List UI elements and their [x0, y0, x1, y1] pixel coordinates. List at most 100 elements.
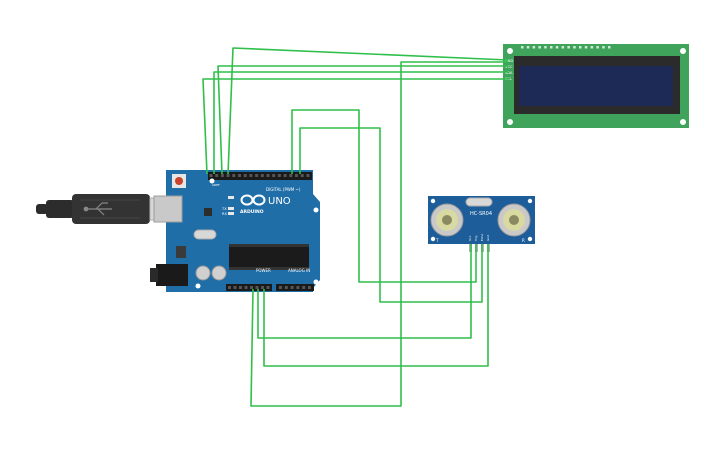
- usb-controller-chip: [204, 208, 212, 216]
- sensor-transmit-mark: T: [435, 238, 439, 243]
- lcd-header-pin: [526, 46, 530, 49]
- wires: [202, 47, 509, 407]
- lcd-pin-scl: SCL: [505, 77, 512, 81]
- header-pin: [209, 174, 213, 177]
- analog-label: ANALOG IN: [288, 268, 310, 273]
- header-pin: [295, 174, 298, 177]
- voltage-regulator: [176, 246, 186, 258]
- transmitter-transducer: [430, 203, 464, 237]
- header-pin: [277, 174, 281, 177]
- receiver-transducer: [497, 203, 531, 237]
- brand-label: ARDUINO: [240, 209, 264, 215]
- header-pin: [296, 286, 300, 289]
- header-pin: [261, 286, 264, 289]
- wire-sensor-echo[interactable]: [299, 127, 483, 303]
- lcd-pin-vcc: VCC: [505, 65, 513, 69]
- wire-lcd-gnd[interactable]: [227, 47, 509, 175]
- usb-cable-strain: [46, 200, 74, 218]
- header-pin: [290, 286, 294, 289]
- lcd-header-pin: [608, 46, 611, 49]
- header-pin: [233, 286, 237, 289]
- header-pin: [308, 286, 311, 289]
- sensor-pin-label: Echo: [480, 234, 484, 241]
- sensor-model-label: HC-SR04: [470, 211, 492, 217]
- header-pin: [300, 174, 304, 177]
- header-pin: [215, 174, 219, 177]
- sensor-pin-label: Gnd: [486, 235, 490, 241]
- header-pin: [306, 174, 310, 177]
- header-pin: [289, 174, 293, 177]
- lcd-header-pin: [579, 46, 582, 49]
- arduino-logo-icon: [240, 194, 266, 206]
- header-pin: [255, 174, 259, 177]
- header-pin: [238, 174, 241, 177]
- analog-header: [276, 284, 314, 291]
- wire-lcd-sda[interactable]: [213, 71, 508, 174]
- lcd-header-pin: [573, 46, 576, 49]
- wire-sensor-vcc[interactable]: [257, 244, 472, 339]
- power-jack: [156, 264, 188, 286]
- header-pin: [249, 174, 253, 177]
- lcd-header-pin: [521, 46, 524, 49]
- header-pin: [220, 174, 224, 177]
- rx-led: [228, 212, 234, 215]
- header-pin: [302, 286, 306, 289]
- lcd-header-pin: [538, 46, 541, 49]
- tx-label: TX: [221, 207, 227, 211]
- lcd-header-pin: [602, 46, 605, 49]
- header-pin: [283, 174, 287, 177]
- lcd-pin-gnd: GND: [505, 59, 513, 63]
- wire-5v-to-lcd[interactable]: [250, 61, 508, 407]
- reset-button-cap[interactable]: [175, 177, 183, 185]
- model-label: UNO: [268, 196, 291, 207]
- header-pin: [239, 286, 242, 289]
- wire-sensor-trig[interactable]: [291, 109, 477, 283]
- header-pin: [260, 174, 264, 177]
- sensor-crystal: [465, 197, 493, 207]
- lcd-header-pin: [550, 46, 553, 49]
- wire-lcd-scl[interactable]: [202, 78, 508, 175]
- capacitor: [211, 265, 227, 281]
- header-pin: [228, 286, 231, 289]
- lcd-header-pin: [544, 46, 547, 49]
- sensor-receive-mark: R: [522, 238, 525, 243]
- header-pin: [250, 286, 253, 289]
- usb-cable-end: [36, 204, 48, 214]
- lcd-header-pin: [596, 46, 599, 49]
- header-pin: [226, 174, 230, 177]
- arduino-uno-board: TX RX − ARDUINO UNO DIGITAL (PWM ~) AREF…: [150, 170, 320, 292]
- wire-lcd-vcc[interactable]: [217, 65, 508, 175]
- header-pin: [266, 286, 270, 289]
- header-pin: [244, 286, 248, 289]
- rx-label: RX: [222, 212, 227, 216]
- digital-label: DIGITAL (PWM ~): [266, 187, 301, 192]
- tx-led: [228, 207, 234, 210]
- usb-icon: [83, 202, 112, 216]
- usb-b-socket: [153, 195, 183, 223]
- power-header: [226, 284, 272, 291]
- header-pin: [279, 286, 282, 289]
- lcd-header-pin: [584, 46, 588, 49]
- crystal-oscillator: [193, 229, 217, 240]
- header-pin: [272, 174, 276, 177]
- lcd-screen: [519, 66, 673, 106]
- lcd-pin-sda: SDA: [505, 71, 513, 75]
- digital-header: [208, 172, 312, 180]
- lcd-header-pin: [567, 46, 570, 49]
- sensor-pin-label: Trig: [474, 236, 478, 242]
- capacitor: [195, 265, 211, 281]
- wire-sensor-gnd[interactable]: [263, 244, 489, 367]
- power-label: POWER: [256, 268, 271, 273]
- arduino-logo-minus: −: [251, 200, 255, 206]
- lcd-header-pin: [590, 46, 594, 49]
- l-led: [228, 196, 234, 199]
- header-pin: [255, 286, 259, 289]
- sensor-pin-label: Vcc: [468, 235, 472, 241]
- lcd-header-pin: [532, 46, 536, 49]
- header-pin: [284, 286, 288, 289]
- lcd-header-pin: [555, 46, 559, 49]
- lcd-header-pin: [561, 46, 565, 49]
- header-pin: [243, 174, 247, 177]
